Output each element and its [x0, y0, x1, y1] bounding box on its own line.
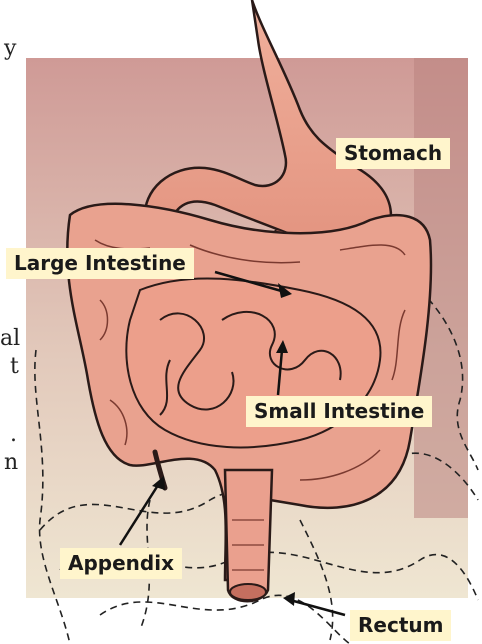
label-large-intestine: Large Intestine: [6, 248, 194, 279]
label-small-intestine: Small Intestine: [246, 396, 432, 427]
label-appendix: Appendix: [60, 548, 182, 579]
label-rectum: Rectum: [350, 610, 451, 641]
rectum-shape: [225, 470, 272, 601]
label-stomach: Stomach: [336, 138, 450, 169]
